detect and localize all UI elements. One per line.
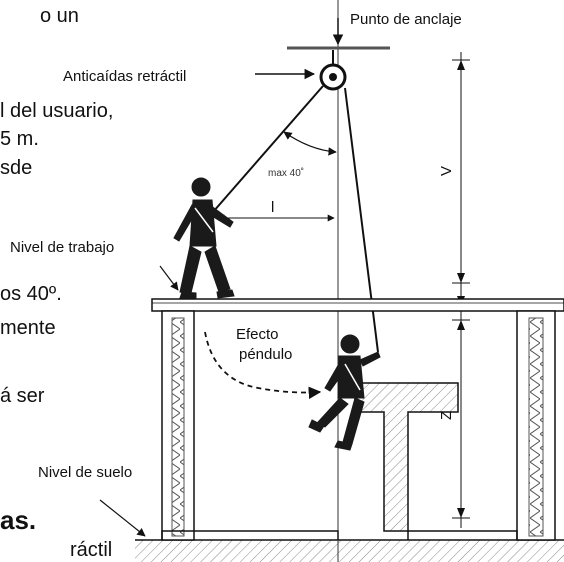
retractable-device-icon — [255, 50, 347, 91]
angle-arc — [283, 131, 337, 156]
lifeline-to-standing-worker — [212, 85, 324, 213]
ground-bracket-left — [161, 530, 339, 540]
dimension-v-z — [452, 52, 470, 528]
anchor-beam-icon — [287, 18, 390, 50]
max-angle-label: max 40˚ — [268, 167, 304, 179]
text-fragment-7: á ser — [0, 385, 45, 407]
worker-figure-standing — [173, 177, 235, 299]
pendulum-label-line2: péndulo — [239, 346, 292, 363]
work-level-pointer — [159, 265, 179, 291]
dim-z-label: Z — [438, 411, 455, 420]
text-fragment-3: 5 m. — [0, 128, 39, 150]
dim-l-label: l — [271, 199, 274, 216]
ground-level-pointer — [99, 499, 146, 537]
work-level-label: Nivel de trabajo — [10, 239, 114, 256]
text-fragment-5: os 40º. — [0, 283, 62, 305]
work-platform — [151, 298, 564, 312]
lifeline-to-falling-worker — [344, 87, 379, 353]
ground-bracket-right — [407, 530, 518, 540]
pendulum-label-line1: Efecto — [236, 326, 279, 343]
text-fragment-1: o un — [40, 5, 79, 27]
text-fragment-4: sde — [0, 157, 33, 179]
text-fragment-9: ráctil — [70, 539, 113, 561]
ground-level-label: Nivel de suelo — [38, 464, 132, 481]
right-column — [516, 310, 556, 541]
ground-hatching — [135, 539, 564, 562]
anchor-point-label: Punto de anclaje — [350, 11, 462, 28]
pendulum-trajectory — [204, 331, 322, 400]
worker-figure-falling — [308, 334, 381, 451]
text-fragment-8: as. — [0, 505, 37, 535]
text-fragment-6: mente — [0, 317, 56, 339]
text-fragment-2: l del usuario, — [0, 100, 114, 122]
t-obstacle — [354, 382, 459, 532]
dim-v-label: V — [438, 166, 455, 176]
left-column — [161, 310, 195, 541]
retractable-device-label: Anticaídas retráctil — [63, 68, 186, 85]
